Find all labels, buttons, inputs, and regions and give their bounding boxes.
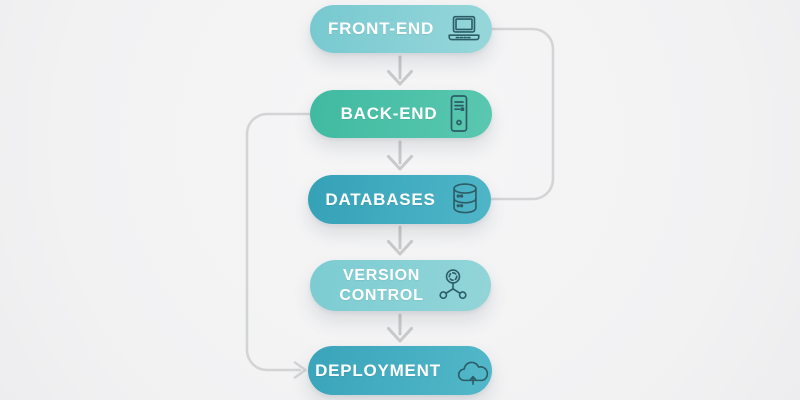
arrow-front-end-to-back-end — [387, 55, 413, 86]
node-version-control-label: VERSION CONTROL — [339, 267, 424, 304]
node-databases-label: DATABASES — [325, 189, 436, 209]
laptop-icon — [444, 14, 484, 45]
database-icon — [446, 181, 484, 218]
loop-back-end-to-deployment — [245, 112, 311, 372]
node-deployment-label: DEPLOYMENT — [315, 360, 441, 380]
node-deployment: DEPLOYMENT — [308, 346, 492, 395]
node-front-end: FRONT-END — [310, 5, 492, 53]
node-databases: DATABASES — [308, 175, 491, 224]
arrow-databases-to-version-control — [387, 225, 413, 256]
node-version-control: VERSION CONTROL — [310, 260, 491, 311]
cloud-upload-icon — [451, 355, 495, 386]
loop-arrowhead-icon — [293, 361, 307, 379]
node-back-end: BACK-END — [310, 90, 492, 138]
node-front-end-label: FRONT-END — [327, 19, 435, 38]
node-back-end-label: BACK-END — [340, 104, 438, 123]
loop-front-end-to-databases — [489, 27, 555, 201]
arrow-version-control-to-deployment — [387, 313, 413, 343]
version-control-icon — [434, 266, 472, 306]
arrow-back-end-to-databases — [387, 140, 413, 171]
server-icon — [447, 94, 471, 134]
